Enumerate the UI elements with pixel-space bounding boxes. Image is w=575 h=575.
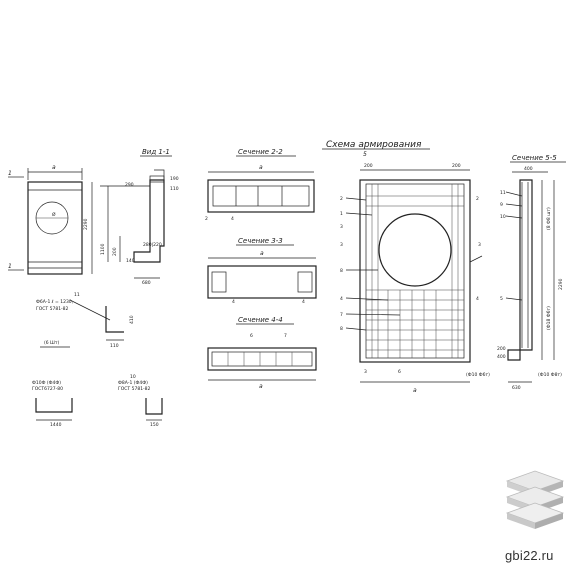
front-mark-top: 1: [8, 170, 12, 177]
s55-mark-5: 5: [500, 296, 503, 302]
s55-bottom: 630: [512, 385, 521, 391]
s44-mark-b: 7: [284, 333, 287, 339]
d11-gost: ГОСТ 5781-82: [36, 306, 69, 312]
front-circle-label: Ø: [52, 211, 56, 218]
view-1-1-title: Вид 1-1: [142, 148, 170, 156]
v11-d6: 140: [126, 258, 135, 264]
s22-mark-b: 4: [231, 216, 234, 222]
scheme-right-mark-3: 4: [476, 296, 479, 302]
scheme-note: (Ф10 Ф6т): [466, 372, 490, 378]
scheme-opening: [378, 213, 452, 287]
s22-dim: a: [259, 164, 263, 171]
s44-dim: a: [259, 383, 263, 390]
scheme-outline: [359, 179, 471, 363]
section-4-4-title: Сечение 4-4: [238, 316, 283, 324]
v11-d8: 680: [142, 280, 151, 286]
scheme-top-left: 200: [364, 163, 373, 169]
logo-slab-bottom: [505, 502, 565, 529]
scheme-dim-a: a: [413, 387, 417, 394]
d10-num: 10: [130, 374, 136, 380]
view-1-1: Вид 1-1 290 190 110 1100 200 140 280|220…: [100, 148, 179, 286]
d9-spec: Ф10Ф (Ф4Ф): [32, 380, 61, 386]
scheme-right-mark-2: 3: [478, 242, 481, 248]
scheme-left-mark-7: 7: [340, 312, 343, 318]
scheme-bottom-mid: 6: [398, 369, 401, 375]
s44-mark-a: 6: [250, 333, 253, 339]
d11-note: (6 Шт): [44, 340, 59, 346]
detail-10: 10 Ф8А-1 (Ф4Ф) ГОСТ 5781-82 150: [118, 374, 163, 428]
scheme-title: Схема армирования: [326, 140, 422, 150]
scheme-right-mark-1: 2: [476, 196, 479, 202]
scheme-mark-5: 5: [363, 151, 367, 158]
d11-spec: Ф6А-1 ℓ = 1230,: [36, 299, 73, 305]
s55-mark-11: 11: [500, 190, 506, 196]
detail-11: 11 Ф6А-1 ℓ = 1230, ГОСТ 5781-82 410 110 …: [36, 292, 135, 349]
s55-mark-9: 9: [500, 202, 503, 208]
v11-d3: 110: [170, 186, 179, 192]
detail-9: Ф10Ф (Ф4Ф) ГОСТ6727-80 1440: [32, 380, 73, 428]
scheme-bottom-left: 3: [364, 369, 367, 375]
v11-d1: 290: [125, 182, 134, 188]
section-4-4: Сечение 4-4 6 7 a: [207, 316, 317, 390]
scheme-lower-grid: [366, 289, 464, 358]
section-2-2-title: Сечение 2-2: [238, 148, 283, 156]
front-outline: [27, 181, 83, 275]
gbi22-logo: [505, 470, 565, 529]
section-5-5-title: Сечение 5-5: [512, 154, 557, 162]
d10-gost: ГОСТ 5781-82: [118, 386, 151, 392]
d11-dim2: 110: [110, 343, 119, 349]
scheme-left-mark-1: 2: [340, 196, 343, 202]
d11-dim1: 410: [129, 315, 135, 324]
scheme-left-mark-2: 1: [340, 211, 343, 217]
s55-dim-b: 400: [497, 354, 506, 360]
scheme-top-right: 200: [452, 163, 461, 169]
site-url: gbi22.ru: [505, 548, 554, 563]
s33-mark-a: 4: [232, 299, 235, 305]
section-5-5: Сечение 5-5 400 11 9 10 5 (8 Ф8 шт) 2290…: [497, 154, 566, 391]
v11-d4: 1100: [100, 243, 106, 255]
d11-num: 11: [74, 292, 80, 298]
scheme-left-mark-5: 8: [340, 268, 343, 274]
front-mark-bottom: 1: [8, 263, 12, 270]
d10-dim: 150: [150, 422, 159, 428]
s55-top: 400: [524, 166, 533, 172]
s55-mark-10: 10: [500, 214, 506, 220]
s55-profile: [507, 179, 533, 361]
scheme-left-mark-3: 3: [340, 224, 343, 230]
scheme-left-mark-4: 3: [340, 242, 343, 248]
d10-spec: Ф8А-1 (Ф4Ф): [118, 380, 148, 386]
section-2-2: Сечение 2-2 a 2 4: [205, 148, 315, 222]
v11-d7: 280|220: [143, 242, 162, 248]
d9-dim: 1440: [50, 422, 62, 428]
s55-note: (Ф10 Ф8т): [538, 372, 562, 378]
section-3-3-title: Сечение 3-3: [238, 237, 283, 245]
s55-h3: (Ф18 Ф6т): [546, 306, 552, 330]
view-1-1-profile: [133, 179, 165, 263]
front-height: 2290: [83, 218, 89, 230]
s22-mark-a: 2: [205, 216, 208, 222]
v11-d5: 200: [112, 247, 118, 256]
front-view: Ø a 2290 1 1: [8, 164, 93, 275]
s55-h1: (8 Ф8 шт): [546, 207, 552, 230]
s33-dim: a: [260, 250, 264, 257]
s55-dim-a: 200: [497, 346, 506, 352]
scheme-left-mark-8: 8: [340, 326, 343, 332]
scheme-left-mark-6: 4: [340, 296, 343, 302]
reinforcement-scheme: Схема армирования 200 200 5: [322, 140, 490, 394]
d9-gost: ГОСТ6727-80: [32, 386, 63, 392]
s33-mark-b: 4: [302, 299, 305, 305]
v11-d2: 190: [170, 176, 179, 182]
s55-h2: 2290: [558, 278, 564, 290]
section-3-3: Сечение 3-3 a 4 4: [207, 237, 317, 305]
front-dim-a: a: [52, 164, 56, 171]
